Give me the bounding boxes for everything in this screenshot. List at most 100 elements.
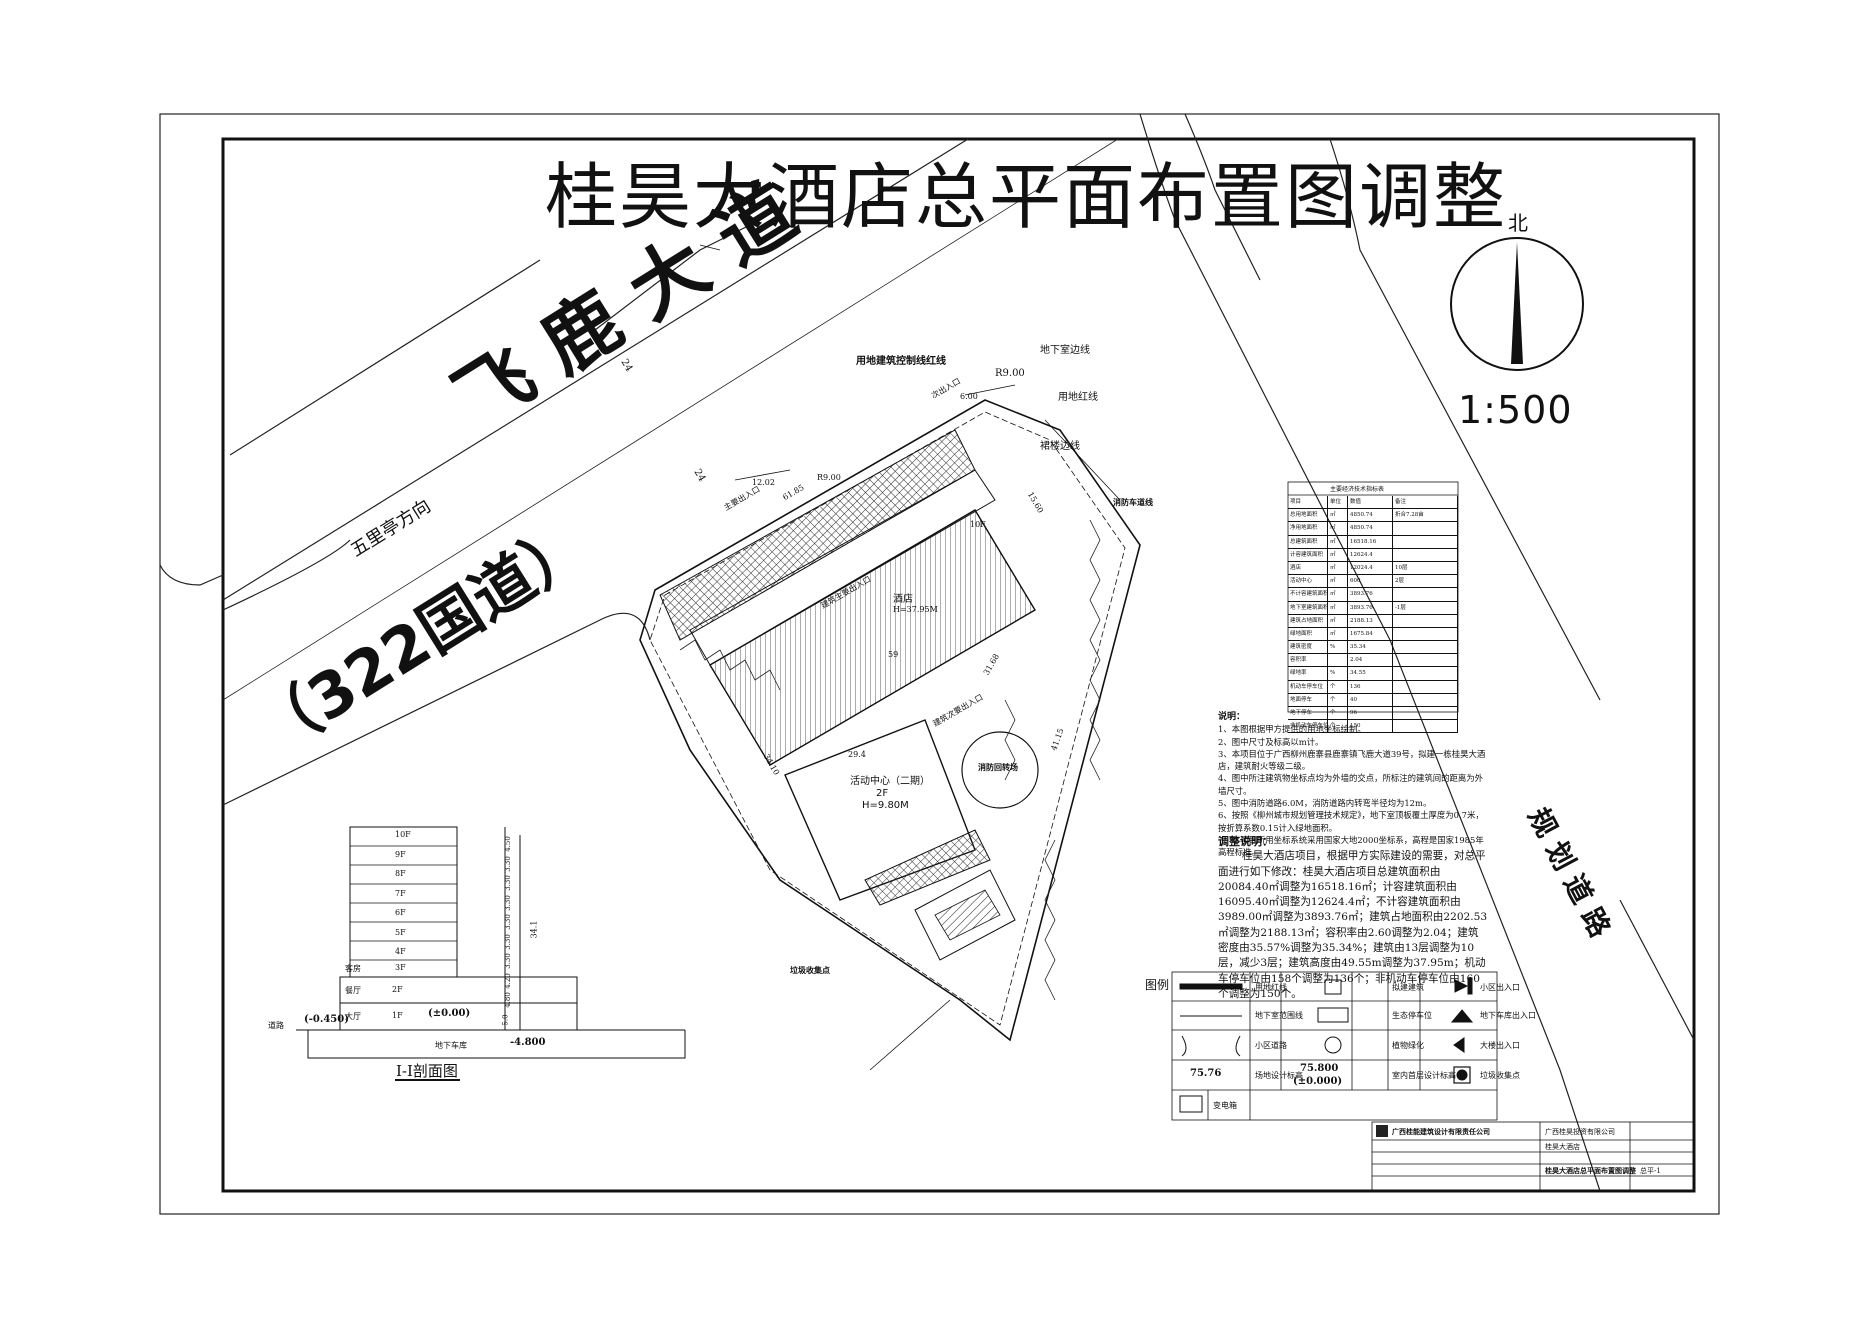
section-floor-label: 10F [395, 830, 411, 839]
indicator-cell: 个 [1328, 707, 1348, 720]
control-line-label: 用地建筑控制线红线 [856, 356, 946, 367]
indicator-cell: 地下室建筑面积 [1288, 601, 1328, 614]
indicator-cell: 34.55 [1348, 667, 1393, 680]
legend-item: 大楼出入口 [1480, 1041, 1520, 1050]
basement-line-label: 地下室边线 [1040, 345, 1090, 356]
indicator-cell: 酒店 [1288, 561, 1328, 575]
fire-turning-circle [961, 731, 1039, 809]
north-circle [1450, 237, 1584, 371]
indicator-cell: 建筑占地面积 [1288, 614, 1328, 627]
dim-6-00: 6.00 [960, 392, 978, 401]
tb-project: 桂昊大酒店 [1545, 1143, 1580, 1151]
garbage-icon [1456, 1069, 1468, 1081]
indicator-cell: 4850.74 [1348, 522, 1393, 535]
note-item: 3、本项目位于广西柳州鹿寨县鹿寨镇飞鹿大道39号，拟建一栋桂昊大酒店，建筑耐火等… [1218, 748, 1486, 772]
activity-floors: 2F [876, 788, 889, 799]
legend-item: 小区道路 [1255, 1041, 1287, 1050]
hotel-height: H=37.95M [893, 605, 938, 614]
dim-r9-a: R9.00 [817, 473, 841, 482]
section-height-label: 3.30 [503, 933, 512, 950]
indicator-cell [1393, 522, 1458, 535]
section-floor-label: 2F [392, 985, 403, 994]
design-notes: 说明： 1、本图根据甲方提供的用地坐标绘制。2、图中尺寸及标高以m计。3、本项目… [1218, 711, 1488, 859]
indicator-cell [1393, 641, 1458, 654]
indicator-cell: 数值 [1348, 496, 1393, 509]
tb-client: 广西桂昊投资有限公司 [1545, 1128, 1615, 1136]
legend-item: 垃圾收集点 [1480, 1071, 1520, 1080]
community-entry-icon [1454, 977, 1473, 995]
feilu-road-lines [159, 138, 969, 806]
indicator-cell: ㎡ [1328, 575, 1348, 588]
road-centerline [222, 138, 1119, 701]
tb-sheet: 总平-1 [1640, 1167, 1661, 1175]
indicator-cell: 净用地面积 [1288, 522, 1328, 535]
section-floor-label: 1F [392, 1011, 403, 1020]
indicator-cell: 12024.4 [1348, 561, 1393, 575]
section-height-label: 3.30 [503, 855, 512, 872]
indicator-cell: ㎡ [1328, 601, 1348, 614]
ramp-hatch [934, 889, 1001, 941]
indicator-cell: 地下停车 [1288, 707, 1328, 720]
planned-road-lines [1139, 113, 1695, 1192]
indicator-cell: ㎡ [1328, 588, 1348, 601]
indicator-table [1287, 481, 1459, 713]
indicator-cell [1393, 614, 1458, 627]
indicator-cell [1393, 588, 1458, 601]
indicator-cell [1393, 693, 1458, 706]
section-title: I-I剖面图 [396, 1062, 458, 1080]
indicator-cell: 2层 [1393, 575, 1458, 588]
indicator-row: 建筑密度%35.34 [1288, 641, 1458, 655]
indicator-cell: 绿地面积 [1288, 627, 1328, 641]
indicator-cell [1393, 667, 1458, 680]
indicator-cell [1328, 654, 1348, 667]
hotel-label: 酒店 [893, 594, 913, 605]
note-item: 7、本项目所用坐标系统采用国家大地2000坐标系，高程是国家1985年高程标准。 [1218, 834, 1484, 858]
section-height-label: 3.30 [503, 875, 512, 891]
section-floor-label: 9F [395, 849, 406, 859]
section-ground-elev: (±0.00) [428, 1008, 471, 1019]
garbage-point-label: 垃圾收集点 [790, 965, 830, 975]
indicator-cell: 建筑密度 [1288, 641, 1328, 654]
section-room-label: 餐厅 [345, 986, 361, 995]
section-floor-label: 4F [395, 947, 406, 956]
indicator-cell [1393, 627, 1458, 641]
indicator-cell: 2188.13 [1348, 614, 1393, 627]
company-logo-icon [1376, 1125, 1388, 1137]
adjustment-text: 桂昊大酒店项目，根据甲方实际建设的需要，对总平面进行如下修改：桂昊大酒店项目总建… [1218, 850, 1488, 1000]
activity-center-label: 活动中心（二期） [850, 776, 930, 787]
indicator-cell: % [1328, 641, 1348, 654]
podium-line-label: 裙楼边线 [1040, 441, 1080, 452]
section-room-label: 客房 [345, 964, 361, 973]
indicator-cell: % [1328, 667, 1348, 680]
indicator-cell: ㎡ [1328, 535, 1348, 548]
indicator-cell: 非机动车停车位 [1288, 720, 1328, 733]
indicator-cell: 计容建筑面积 [1288, 548, 1328, 561]
indicator-cell: 3893.76 [1348, 601, 1393, 614]
section-height-label: 5.0 [501, 1013, 510, 1026]
outer-frame [159, 113, 1720, 1215]
indicator-cell: 项目 [1288, 496, 1328, 509]
indicator-cell: ㎡ [1328, 614, 1348, 627]
section-floor-label: 3F [395, 963, 406, 972]
legend-title: 图例 [1145, 978, 1170, 992]
title-block [1371, 1121, 1695, 1192]
adjustment-notes: 调整说明： 桂昊大酒店项目，根据甲方实际建设的需要，对总平面进行如下修改：桂昊大… [1218, 834, 1488, 1002]
legend-item: 植物绿化 [1392, 1041, 1424, 1050]
section-road: 道路 [268, 1021, 284, 1030]
legend-site-elev: 75.76 [1190, 1068, 1222, 1079]
indicator-cell: ㎡ [1328, 509, 1348, 522]
section-total-height: 34.1 [529, 920, 539, 939]
eco-parking-rows [679, 519, 1101, 1001]
indicator-cell: 总用地面积 [1288, 509, 1328, 522]
section-floor-label: 6F [395, 908, 406, 917]
